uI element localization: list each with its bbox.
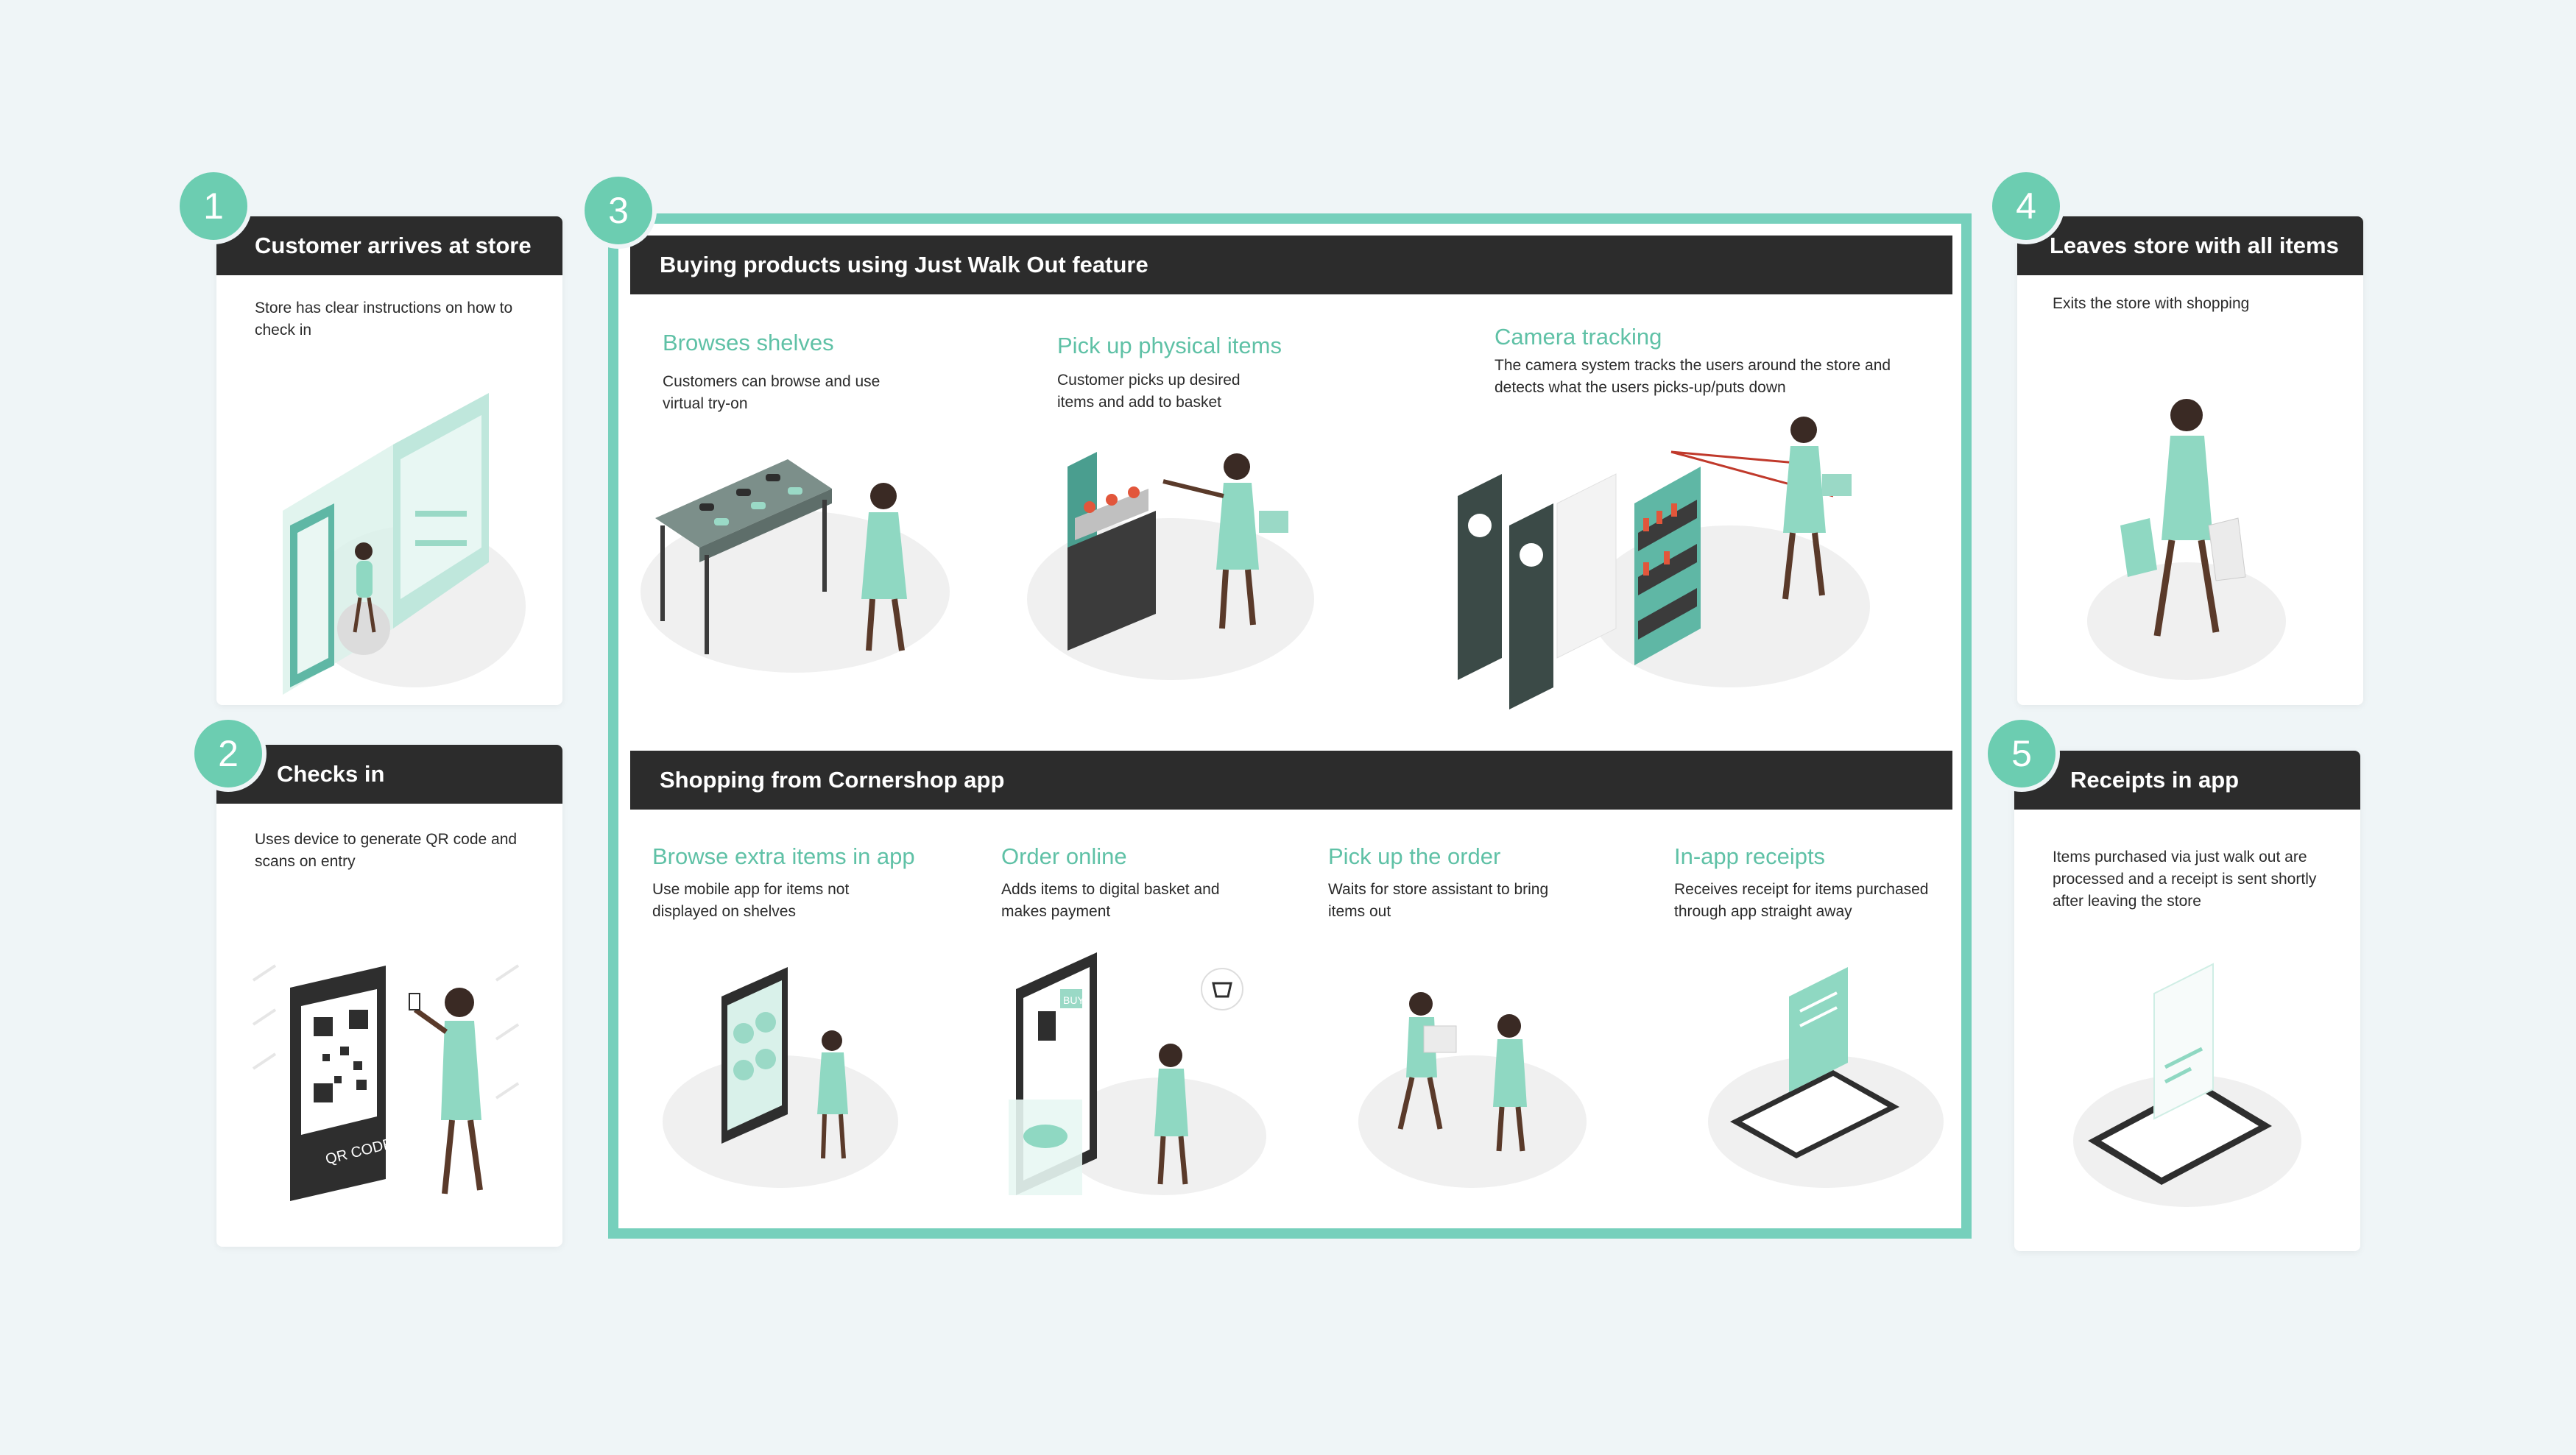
app-section-header: Shopping from Cornershop app [630, 751, 1952, 810]
shelf-browsing-illustration [641, 459, 950, 673]
mobile-app-browse-illustration [663, 967, 898, 1188]
step-badge-1: 1 [175, 168, 252, 244]
order-online-illustration: BUY [1009, 952, 1266, 1195]
step-title-pick-up-items: Pick up physical items [1057, 333, 1282, 358]
app-step-title-order-online: Order online [1001, 843, 1127, 869]
step-badge-2: 2 [190, 715, 267, 792]
step-title-camera-tracking: Camera tracking [1495, 324, 1662, 350]
receipt-phone-illustration [2073, 963, 2301, 1207]
qr-check-in-illustration: QR CODE [252, 964, 520, 1201]
card-title: Receipts in app [2014, 751, 2360, 810]
in-app-receipt-illustration [1708, 967, 1944, 1188]
pick-up-items-illustration [1027, 452, 1314, 680]
card-customer-arrives: Customer arrives at store Store has clea… [216, 216, 562, 705]
step-desc-browses-shelves: Customers can browse and use virtual try… [663, 373, 881, 412]
store-entrance-illustration [283, 393, 526, 695]
just-walk-out-panel: Buying products using Just Walk Out feat… [608, 213, 1972, 1239]
pick-up-order-illustration [1358, 992, 1587, 1188]
app-step-desc-pick-up-order: Waits for store assistant to bring items… [1328, 881, 1549, 920]
app-step-title-browse-extra: Browse extra items in app [652, 843, 915, 869]
card-leaves-store: Leaves store with all items Exits the st… [2017, 216, 2363, 705]
app-step-desc-in-app-receipts: Receives receipt for items purchased thr… [1674, 881, 1929, 920]
card-checks-in: Checks in Uses device to generate QR cod… [216, 745, 562, 1247]
app-step-desc-browse-extra: Use mobile app for items not displayed o… [652, 881, 850, 920]
app-step-title-pick-up-order: Pick up the order [1328, 843, 1501, 869]
step-desc-camera-tracking: The camera system tracks the users aroun… [1495, 357, 1891, 396]
step-badge-3: 3 [580, 172, 657, 249]
step-desc-pick-up-items: Customer picks up desired items and add … [1057, 372, 1241, 411]
step-badge-4: 4 [1988, 168, 2064, 244]
leaving-store-illustration [2087, 399, 2286, 680]
app-step-title-in-app-receipts: In-app receipts [1674, 843, 1826, 869]
camera-tracking-illustration [1458, 417, 1870, 709]
cart-icon [1212, 982, 1232, 998]
step-title-browses-shelves: Browses shelves [663, 330, 834, 355]
card-receipts-in-app: Receipts in app Items purchased via just… [2014, 751, 2360, 1251]
section-header: Buying products using Just Walk Out feat… [630, 236, 1952, 294]
buy-label: BUY [1063, 994, 1084, 1006]
card-description: Items purchased via just walk out are pr… [2053, 849, 2317, 910]
card-title: Customer arrives at store [216, 216, 562, 275]
card-description: Uses device to generate QR code and scan… [255, 831, 518, 870]
card-description: Store has clear instructions on how to c… [255, 300, 513, 339]
step-badge-5: 5 [1983, 715, 2060, 792]
card-title: Leaves store with all items [2017, 216, 2363, 275]
app-step-desc-order-online: Adds items to digital basket and makes p… [1001, 881, 1220, 920]
card-title: Checks in [216, 745, 562, 804]
card-description: Exits the store with shopping [2053, 295, 2250, 312]
